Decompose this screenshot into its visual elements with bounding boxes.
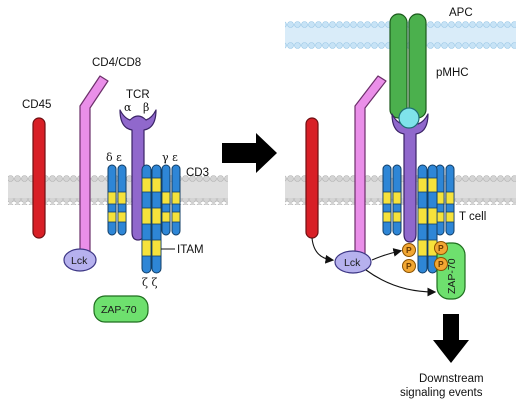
cd3-delta-epsilon-left xyxy=(107,164,127,236)
phosphate-2 xyxy=(402,259,416,273)
cd3-gamma-epsilon-right xyxy=(435,164,455,236)
pmhc-right xyxy=(389,13,427,119)
svg-text:P: P xyxy=(406,261,412,271)
lck-right xyxy=(334,250,372,274)
cd45-to-lck-arrow xyxy=(311,237,335,264)
lck-to-itam-arrow xyxy=(371,248,403,261)
cd3-gamma-epsilon-label: γ ε xyxy=(162,151,178,164)
cd3-label: CD3 xyxy=(186,167,209,179)
peptide-right xyxy=(398,107,420,129)
transition-arrow xyxy=(222,133,277,173)
cd45-receptor-left xyxy=(32,117,46,239)
zeta-chains-right xyxy=(417,164,438,274)
svg-text:P: P xyxy=(406,245,412,255)
svg-text:P: P xyxy=(438,243,444,253)
downstream-arrow xyxy=(433,314,469,363)
cd45-receptor-right xyxy=(305,117,319,239)
coreceptor-label: CD4/CD8 xyxy=(92,57,141,69)
zap70-left-label: ZAP-70 xyxy=(101,304,137,316)
lck-left xyxy=(63,248,97,272)
phosphate-1 xyxy=(402,243,416,257)
apc-label: APC xyxy=(449,7,473,19)
svg-text:P: P xyxy=(438,259,444,269)
lck-right-label: Lck xyxy=(344,257,361,269)
tcr-left xyxy=(119,109,157,241)
phosphate-4 xyxy=(434,257,448,271)
cd3-gamma-epsilon-left xyxy=(161,164,181,236)
lck-left-label: Lck xyxy=(71,255,88,267)
tcell-label: T cell xyxy=(459,211,486,223)
pmhc-label: pMHC xyxy=(436,67,469,79)
lck-to-zap70-arrow xyxy=(365,269,437,297)
zap70-left xyxy=(93,295,149,323)
zap70-right-label: ZAP-70 xyxy=(446,258,458,294)
tcr-beta-label: β xyxy=(143,101,149,114)
downstream-label-line2: signaling events xyxy=(400,387,483,399)
phosphate-groups: P P P P xyxy=(402,241,448,273)
downstream-label-line1: Downstream xyxy=(419,373,484,385)
cd3-delta-epsilon-label: δ ε xyxy=(106,151,122,164)
itam-label: ITAM xyxy=(177,244,204,256)
cd45-label: CD45 xyxy=(22,99,51,111)
coreceptor-shape-left xyxy=(79,75,109,263)
zeta-zeta-label: ζ ζ xyxy=(142,276,157,289)
tcr-alpha-label: α xyxy=(124,101,132,114)
zeta-chains-left xyxy=(141,164,162,274)
zap70-right xyxy=(436,242,466,300)
cd3-delta-epsilon-right xyxy=(382,164,402,236)
tcr-label: TCR xyxy=(126,89,150,101)
coreceptor-right xyxy=(354,75,387,263)
phosphate-3 xyxy=(434,241,448,255)
